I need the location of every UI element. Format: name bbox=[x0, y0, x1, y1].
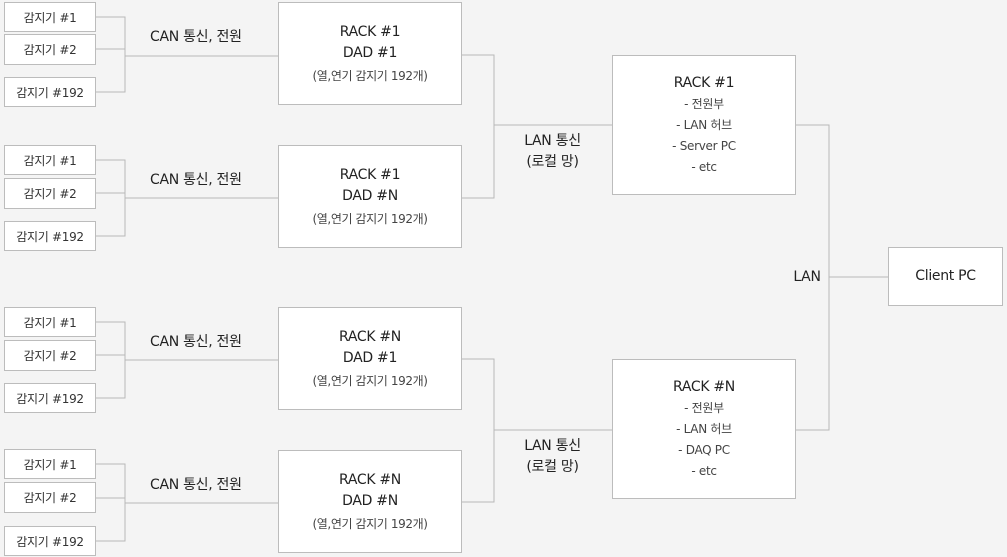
sensor-box: 감지기 #2 bbox=[4, 340, 96, 371]
dad-rack: RACK #N bbox=[338, 471, 401, 488]
sensor-box: 감지기 #1 bbox=[4, 449, 96, 479]
rack-title: RACK #1 bbox=[673, 74, 735, 91]
lan-local-label: LAN 통신 (로컬 망) bbox=[515, 436, 590, 478]
sensor-box: 감지기 #1 bbox=[4, 307, 96, 337]
sensor-box: 감지기 #192 bbox=[4, 77, 96, 107]
sensor-box: 감지기 #1 bbox=[4, 2, 96, 32]
rack-item: - LAN 허브 bbox=[676, 421, 732, 436]
sensor-box: 감지기 #2 bbox=[4, 482, 96, 513]
can-link-label: CAN 통신, 전원 bbox=[150, 170, 242, 191]
dad-rack: RACK #N bbox=[338, 328, 401, 345]
rack-item: - 전원부 bbox=[684, 400, 724, 415]
dad-desc: (열,연기 감지기 192개) bbox=[312, 373, 428, 388]
lan-local-line1: LAN 통신 bbox=[524, 133, 581, 149]
dad-rack: RACK #1 bbox=[339, 23, 401, 40]
dad-desc: (열,연기 감지기 192개) bbox=[312, 68, 428, 83]
dad-box: RACK #1 DAD #N (열,연기 감지기 192개) bbox=[278, 145, 462, 248]
dad-box: RACK #1 DAD #1 (열,연기 감지기 192개) bbox=[278, 2, 462, 105]
dad-rack: RACK #1 bbox=[339, 166, 401, 183]
rack-box: RACK #1 - 전원부 - LAN 허브 - Server PC - etc bbox=[612, 55, 796, 195]
dad-name: DAD #N bbox=[342, 492, 398, 509]
rack-item: - DAQ PC bbox=[678, 442, 730, 457]
dad-desc: (열,연기 감지기 192개) bbox=[312, 211, 428, 226]
dad-desc: (열,연기 감지기 192개) bbox=[312, 516, 428, 531]
dad-name: DAD #N bbox=[342, 187, 398, 204]
lan-local-label: LAN 통신 (로컬 망) bbox=[515, 131, 590, 173]
client-pc-box: Client PC bbox=[888, 247, 1003, 306]
dad-name: DAD #1 bbox=[342, 349, 398, 366]
dad-box: RACK #N DAD #1 (열,연기 감지기 192개) bbox=[278, 307, 462, 410]
sensor-box: 감지기 #2 bbox=[4, 34, 96, 65]
rack-title: RACK #N bbox=[672, 378, 735, 395]
sensor-box: 감지기 #2 bbox=[4, 178, 96, 209]
lan-local-line2: (로컬 망) bbox=[526, 459, 579, 475]
rack-box: RACK #N - 전원부 - LAN 허브 - DAQ PC - etc bbox=[612, 359, 796, 499]
dad-name: DAD #1 bbox=[342, 44, 398, 61]
can-link-label: CAN 통신, 전원 bbox=[150, 332, 242, 353]
lan-local-line2: (로컬 망) bbox=[526, 154, 579, 170]
dad-box: RACK #N DAD #N (열,연기 감지기 192개) bbox=[278, 450, 462, 553]
rack-item: - etc bbox=[691, 463, 717, 478]
can-link-label: CAN 통신, 전원 bbox=[150, 27, 242, 48]
can-link-label: CAN 통신, 전원 bbox=[150, 475, 242, 496]
client-pc-label: Client PC bbox=[915, 268, 976, 284]
rack-item: - 전원부 bbox=[684, 96, 724, 111]
sensor-box: 감지기 #192 bbox=[4, 221, 96, 251]
sensor-box: 감지기 #192 bbox=[4, 383, 96, 413]
rack-item: - LAN 허브 bbox=[676, 117, 732, 132]
lan-label: LAN bbox=[789, 267, 825, 288]
rack-item: - Server PC bbox=[672, 138, 736, 153]
rack-item: - etc bbox=[691, 159, 717, 174]
sensor-box: 감지기 #1 bbox=[4, 145, 96, 175]
sensor-box: 감지기 #192 bbox=[4, 526, 96, 556]
lan-local-line1: LAN 통신 bbox=[524, 438, 581, 454]
